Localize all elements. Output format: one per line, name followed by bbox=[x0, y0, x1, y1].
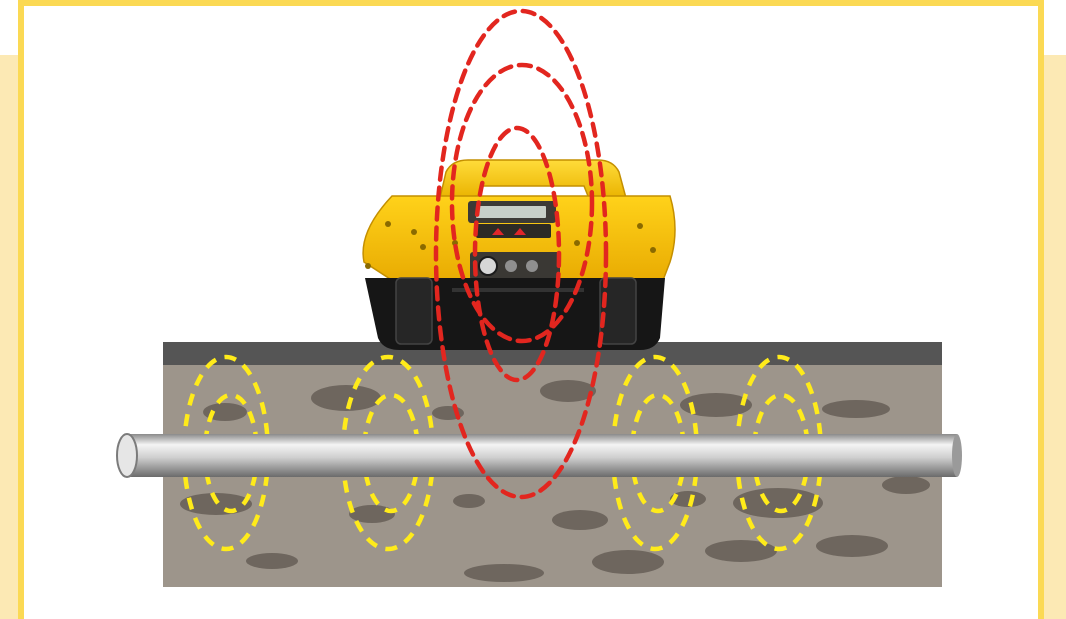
left-latch bbox=[396, 278, 432, 344]
transmitter-unit bbox=[363, 160, 675, 350]
output-socket-icon bbox=[479, 257, 497, 275]
base-ridge bbox=[452, 288, 584, 292]
socket-icon bbox=[526, 260, 538, 272]
pipe-left-end bbox=[117, 434, 137, 477]
transmitter-keypad bbox=[476, 224, 551, 238]
pipe-body bbox=[127, 434, 957, 477]
underground-pipe bbox=[117, 434, 962, 477]
transmitter-screen bbox=[476, 206, 546, 218]
pipe-right-end bbox=[952, 434, 962, 477]
socket-icon bbox=[505, 260, 517, 272]
